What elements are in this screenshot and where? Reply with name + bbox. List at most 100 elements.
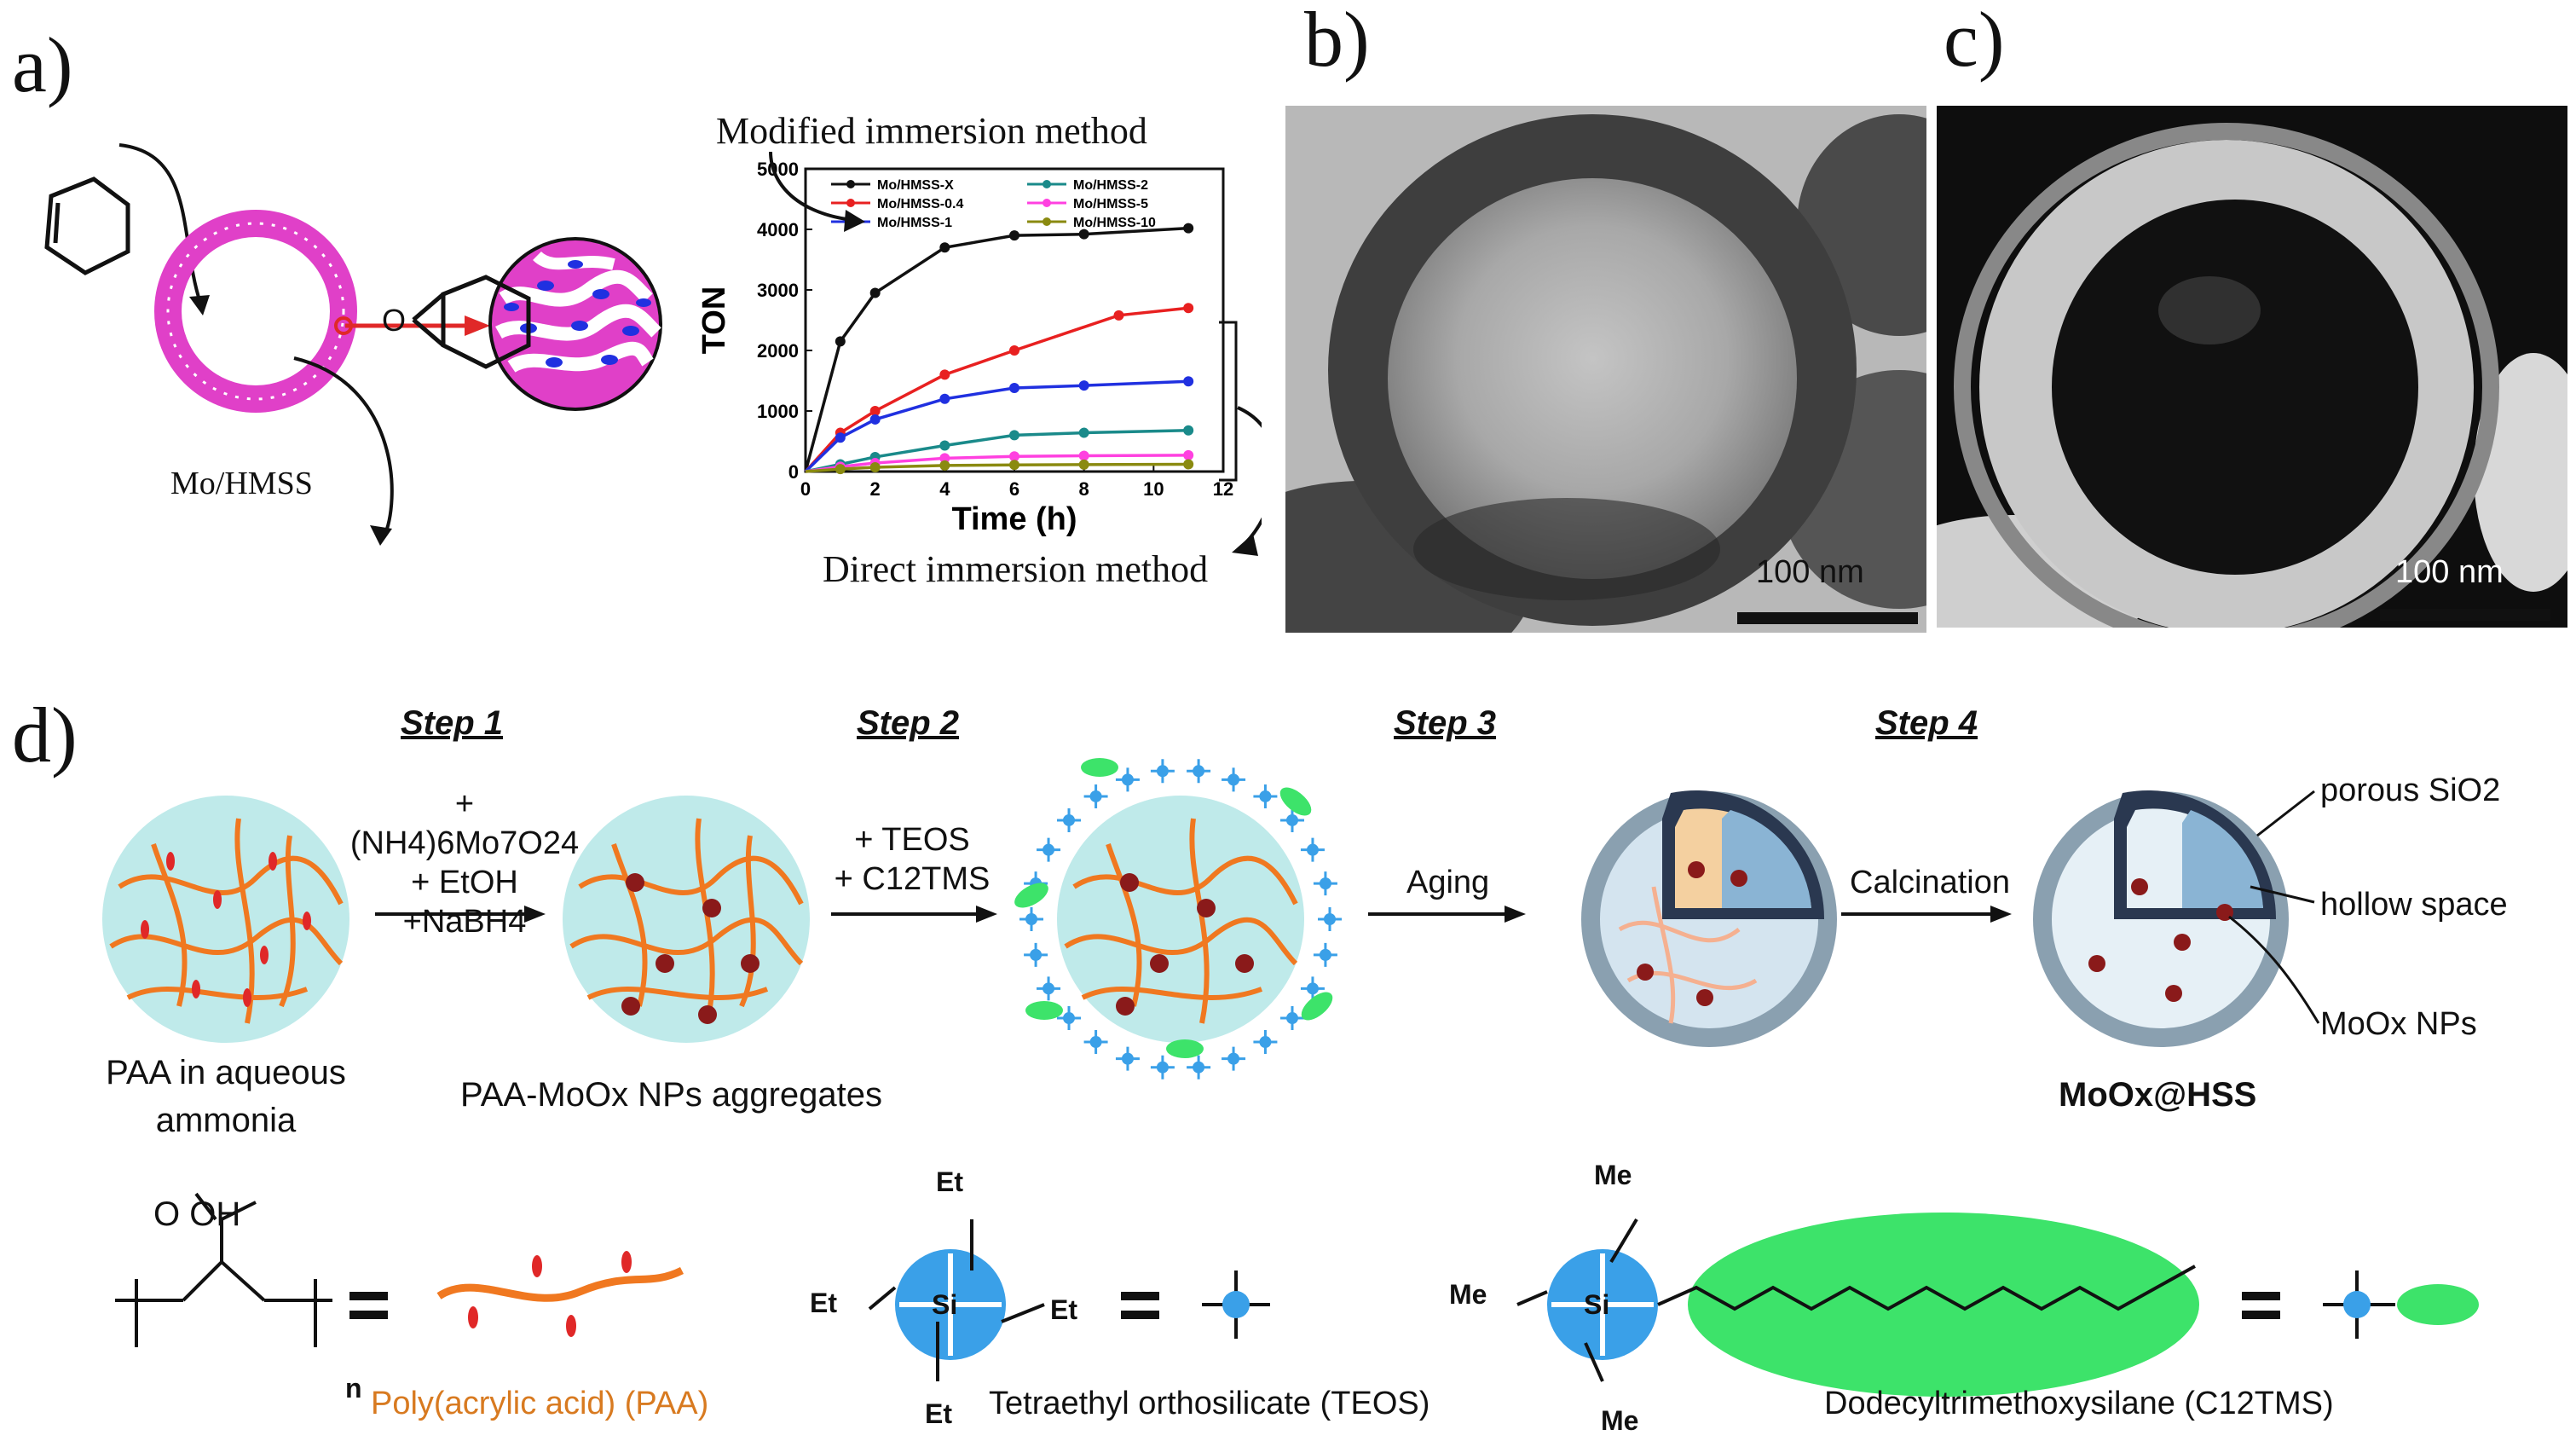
legend-entry: Mo/HMSS-10: [1073, 216, 1156, 230]
silane-star-arms: [1300, 837, 1325, 862]
silane-star-arms: [1057, 807, 1082, 832]
legend-entry: Mo/HMSS-0.4: [877, 197, 963, 211]
teos-si: Si: [932, 1289, 958, 1320]
data-point: [1009, 430, 1019, 441]
direct-arrow: [1237, 406, 1262, 546]
data-point: [1183, 459, 1194, 470]
c12tms-structure: [1516, 1213, 2199, 1397]
data-point: [1078, 459, 1089, 470]
legend-marker: [1043, 180, 1051, 188]
paa-caption-line1: PAA in aqueous: [106, 1054, 346, 1091]
silane-star-arms: [1313, 871, 1337, 896]
data-point: [939, 242, 950, 253]
silane-star-arms: [1313, 942, 1337, 967]
x-tick-label: 4: [939, 478, 950, 500]
silane-star-arms: [1037, 837, 1061, 862]
silane-star-arms: [1300, 976, 1325, 1001]
data-point: [1183, 425, 1194, 436]
paa-n-label: n: [345, 1373, 362, 1404]
silane-star-arms: [1037, 976, 1061, 1001]
arrow-out: [293, 356, 394, 538]
reagent-nabh4: +NaBH4: [402, 904, 527, 940]
c12tms-icon: [2323, 1270, 2479, 1339]
data-point: [1078, 380, 1089, 391]
data-point: [1009, 383, 1019, 394]
x-tick-label: 12: [1213, 478, 1233, 500]
data-point: [939, 453, 950, 464]
silane-star-arms: [1024, 942, 1048, 967]
aggregates-caption: PAA-MoOx NPs aggregates: [460, 1076, 883, 1114]
y-tick-label: 0: [788, 461, 799, 483]
silane-star-arms: [1083, 1030, 1108, 1055]
data-point: [1078, 450, 1089, 461]
scale-bar-label-c: 100 nm: [2395, 554, 2504, 590]
data-point: [939, 393, 950, 404]
c12-me-bottom: Me: [1601, 1405, 1639, 1436]
direct-bracket: [1219, 321, 1238, 482]
legend-entry: Mo/HMSS-5: [1073, 197, 1148, 211]
x-tick-label: 0: [800, 478, 811, 500]
data-point: [1009, 460, 1019, 471]
paa-caption-line2: ammonia: [155, 1102, 297, 1139]
panel-label-c: c): [1944, 0, 2005, 83]
synthesis-scheme: [102, 758, 2320, 1079]
data-point: [869, 287, 881, 298]
y-axis-label: TON: [696, 287, 732, 355]
data-point: [1183, 303, 1194, 314]
legend-marker: [1043, 217, 1051, 226]
modified-method-label: Modified immersion method: [716, 110, 1147, 152]
cyclohexene-oxide-icon: [412, 275, 531, 369]
direct-method-label: Direct immersion method: [823, 548, 1209, 590]
data-point: [869, 406, 881, 416]
c12-me-top: Me: [1594, 1160, 1632, 1190]
data-point: [869, 414, 881, 425]
x-axis-label: Time (h): [951, 501, 1077, 537]
silane-star-arms: [1115, 767, 1140, 792]
cyclohexene-icon: [44, 177, 130, 275]
product-caption: MoOx@HSS: [2059, 1076, 2257, 1114]
silane-star-arms: [1150, 759, 1175, 784]
legend-marker: [1043, 199, 1051, 207]
data-point: [835, 336, 846, 347]
direct-arrowhead: [1232, 534, 1258, 556]
moox-nps-callout: MoOx NPs: [2320, 1006, 2477, 1042]
aged-sphere: [1581, 790, 1837, 1047]
legend-entry: Mo/HMSS-2: [1073, 178, 1148, 193]
teos-structure: [868, 1219, 1045, 1381]
paa-chain-icon: [436, 1266, 684, 1302]
y-tick-label: 1000: [757, 401, 799, 422]
step2-reagents: + TEOS + C12TMS: [831, 820, 993, 899]
step-1-label: Step 1: [401, 704, 504, 742]
hmss-schematic: O: [44, 143, 662, 546]
data-point: [869, 462, 881, 473]
silane-star-arms: [1279, 807, 1304, 832]
c12-si: Si: [1584, 1289, 1610, 1320]
silane-star-arms: [1253, 784, 1278, 808]
data-point: [1009, 451, 1019, 462]
panel-label-d: d): [12, 692, 78, 778]
data-point: [939, 369, 950, 380]
silane-star-arms: [1187, 1055, 1211, 1079]
pore-zoom-circle: [488, 237, 662, 411]
reagent-ammonium-molybdate: + (NH4)6Mo7O24: [349, 786, 580, 861]
paa-moox-sphere: [563, 796, 810, 1043]
data-point: [939, 460, 950, 471]
panel-label-a: a): [12, 21, 73, 108]
data-point: [1183, 223, 1194, 234]
teos-et-left: Et: [810, 1288, 837, 1318]
teos-et-right: Et: [1050, 1294, 1077, 1325]
data-point: [835, 464, 846, 475]
teos-et-bottom: Et: [925, 1398, 952, 1429]
silane-star-arms: [1019, 907, 1043, 931]
moox-hss-sphere: [2033, 790, 2289, 1047]
plot-frame: [804, 167, 1225, 473]
svg-text:O: O: [382, 303, 406, 338]
step-2-label: Step 2: [857, 704, 960, 742]
paa-caption: PAA in aqueous ammonia: [81, 1049, 371, 1144]
reagent-teos: + TEOS: [854, 822, 970, 858]
porous-sio2-callout: porous SiO2: [2320, 773, 2501, 808]
step-3-label: Step 3: [1394, 704, 1497, 742]
tem-image-b: [1285, 106, 1926, 633]
y-tick-label: 2000: [757, 340, 799, 362]
series-line: [804, 226, 1189, 472]
